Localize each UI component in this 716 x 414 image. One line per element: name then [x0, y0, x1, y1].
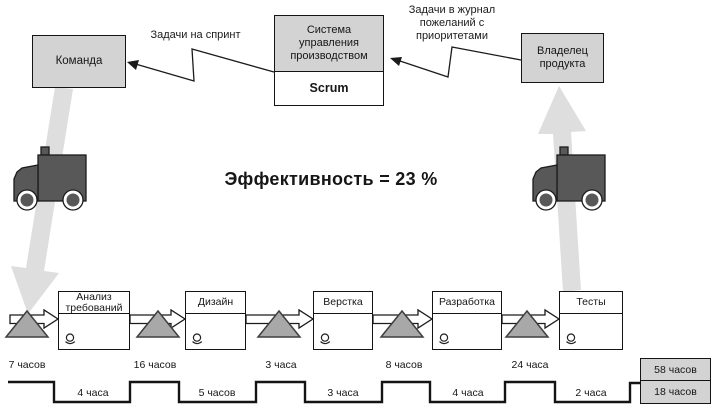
zigzag-info-arrow-sprint [127, 48, 275, 82]
process-name: Разработка [433, 292, 501, 314]
wait-time-label: 24 часа [511, 359, 549, 371]
timeline-ladder [8, 380, 640, 404]
clock-icon [65, 333, 76, 345]
work-time-label: 4 часа [452, 387, 484, 399]
process-name: Верстка [314, 292, 372, 314]
efficiency-label: Эффективность = 23 % [224, 169, 438, 189]
inventory-triangle-icon [135, 309, 181, 338]
clock-icon [192, 333, 203, 345]
truck-icon [532, 146, 606, 211]
product-owner-label: Владелец продукта [537, 45, 588, 70]
wait-total-box: 58 часов [640, 358, 711, 382]
team-box-label: Команда [55, 55, 103, 67]
process-box-development: Разработка [432, 291, 502, 350]
process-name: Анализ требований [59, 292, 129, 314]
wait-time-label: 3 часа [265, 359, 297, 371]
scrum-label: Scrum [309, 81, 349, 95]
wait-time-label: 7 часов [8, 359, 46, 371]
production-system-box: Система управления производством Scrum [274, 15, 384, 106]
inventory-triangle-icon [256, 309, 302, 338]
process-box-analysis: Анализ требований [58, 291, 130, 350]
process-box-markup: Верстка [313, 291, 373, 350]
process-name: Дизайн [186, 292, 245, 314]
work-time-label: 2 часа [575, 387, 607, 399]
process-name: Тесты [560, 292, 622, 314]
truck-icon [13, 146, 87, 211]
clock-icon [439, 333, 450, 345]
zigzag-info-arrow-backlog [390, 46, 522, 78]
backlog-tasks-label: Задачи в журнал пожеланий с приоритетами [408, 4, 496, 42]
process-box-design: Дизайн [185, 291, 246, 350]
inventory-triangle-icon [379, 309, 425, 338]
work-time-label: 3 часа [327, 387, 359, 399]
clock-icon [320, 333, 331, 345]
inventory-triangle-icon [504, 309, 550, 338]
wait-time-label: 8 часов [385, 359, 423, 371]
clock-icon [566, 333, 577, 345]
totals-stack: 58 часов 18 часов [640, 358, 711, 405]
sprint-tasks-label: Задачи на спринт [150, 29, 241, 41]
product-owner-box: Владелец продукта [521, 33, 604, 83]
team-box: Команда [32, 35, 126, 88]
inventory-triangle-icon [4, 309, 50, 338]
wait-time-label: 16 часов [133, 359, 177, 371]
process-box-tests: Тесты [559, 291, 623, 350]
work-time-label: 5 часов [198, 387, 236, 399]
work-time-label: 4 часа [77, 387, 109, 399]
work-total-box: 18 часов [640, 380, 711, 405]
production-system-title: Система управления производством [275, 16, 383, 72]
